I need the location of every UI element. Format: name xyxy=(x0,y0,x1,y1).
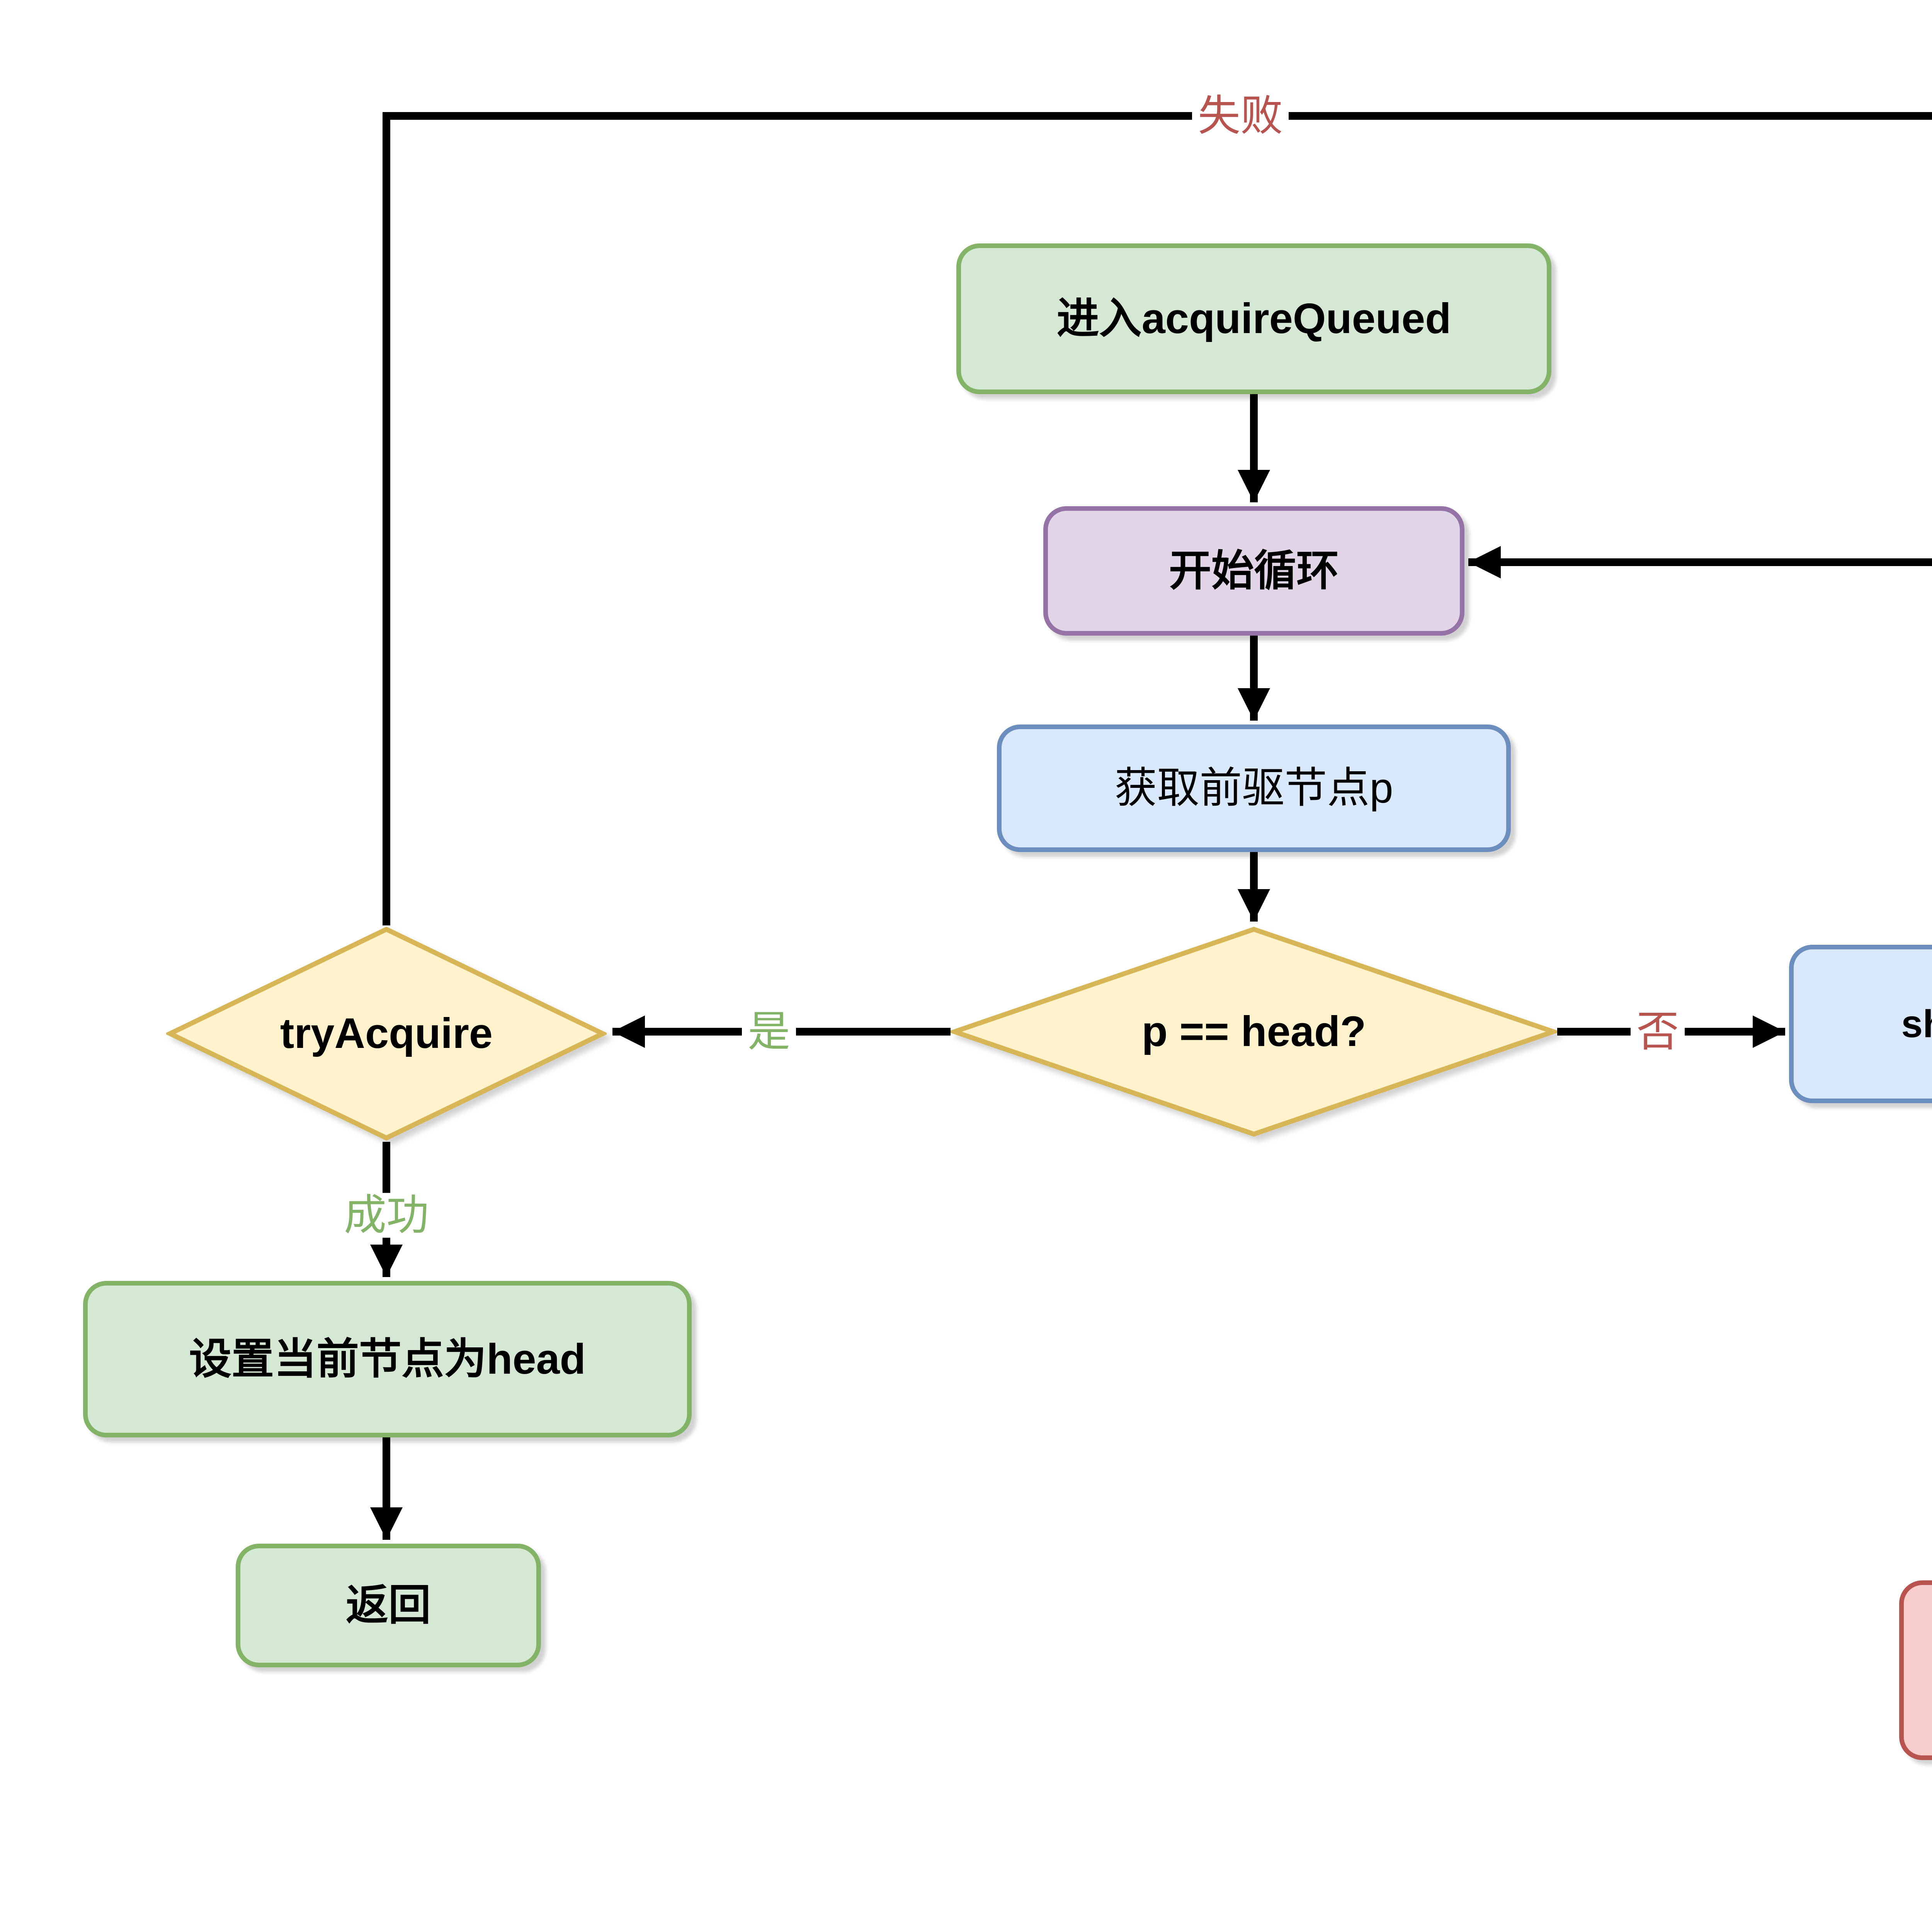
diamond-shape xyxy=(951,927,1557,1137)
edge-label-fail: 失败 xyxy=(1192,94,1289,138)
node-decision-p-head-label: p == head? xyxy=(1141,1008,1366,1056)
edge-label-no-right: 否 xyxy=(1631,1009,1685,1054)
node-return: 返回 xyxy=(236,1544,541,1667)
node-enter-acquirequeued-label: 进入acquireQueued xyxy=(1056,295,1451,343)
node-get-predecessor: 获取前驱节点p xyxy=(997,724,1511,852)
node-should-park-label: shouldParkAfterFailedAcquire xyxy=(1901,1002,1932,1046)
node-decision-tryacquire: tryAcquire xyxy=(166,925,607,1142)
node-should-park-after-failed-acquire: shouldParkAfterFailedAcquire xyxy=(1789,945,1932,1103)
edge-label-yes-left: 是 xyxy=(742,1009,796,1054)
node-decision-p-head: p == head? xyxy=(951,925,1557,1138)
node-decision-tryacquire-label: tryAcquire xyxy=(280,1010,493,1058)
node-start-loop: 开始循环 xyxy=(1043,506,1464,636)
node-enter-acquirequeued: 进入acquireQueued xyxy=(956,243,1551,394)
edge-woken-back-to-loop xyxy=(1468,546,1932,578)
node-park-and-check-interrupt: parkAndCheckInterrupt 阻塞线程 xyxy=(1899,1580,1932,1760)
node-get-predecessor-label: 获取前驱节点p xyxy=(1114,764,1393,812)
diamond-shape xyxy=(166,927,607,1141)
node-set-head-label: 设置当前节点为head xyxy=(189,1335,586,1383)
node-return-label: 返回 xyxy=(346,1582,431,1629)
edge-label-success: 成功 xyxy=(338,1193,435,1238)
node-set-head: 设置当前节点为head xyxy=(83,1281,692,1437)
node-start-loop-label: 开始循环 xyxy=(1169,547,1339,595)
